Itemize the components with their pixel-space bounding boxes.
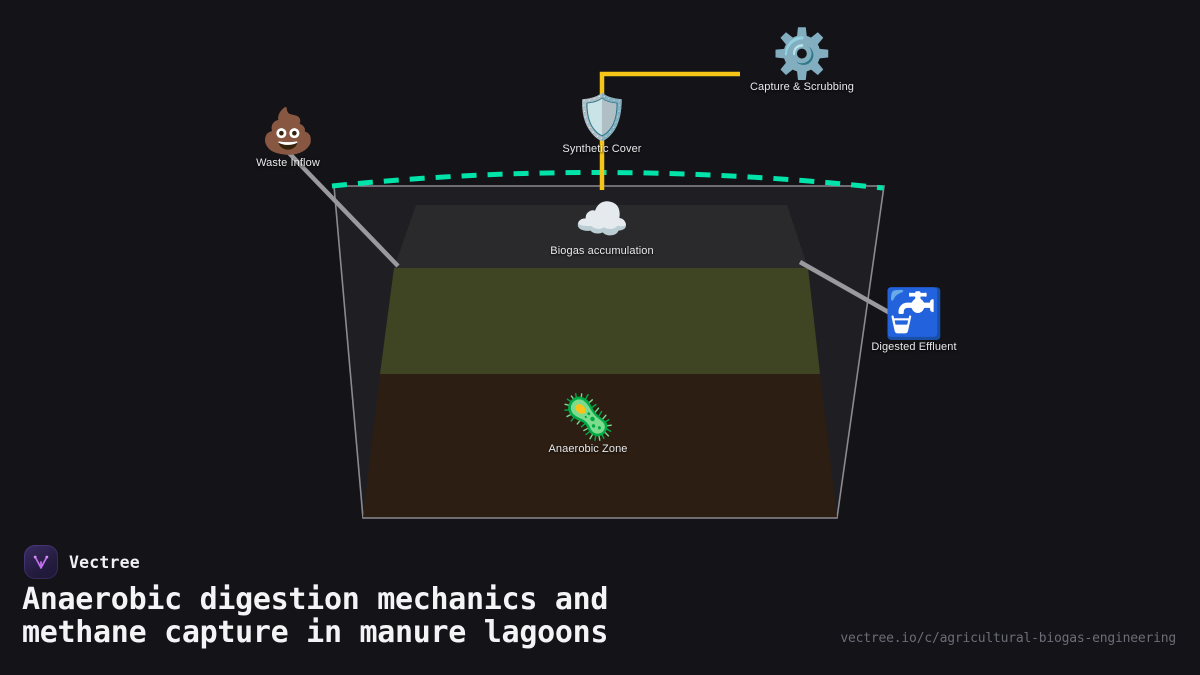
basin-layer-liquid (380, 268, 820, 374)
node-label-synthetic-cover: Synthetic Cover (562, 143, 642, 155)
page-title: Anaerobic digestion mechanics and methan… (22, 583, 802, 649)
vectree-logo-icon (24, 545, 58, 579)
connector-waste-inflow (286, 150, 400, 268)
brand-name: Vectree (69, 552, 140, 572)
logo-glyph (33, 555, 49, 569)
gear-icon: ⚙️ (772, 26, 832, 82)
page-title-line-1: Anaerobic digestion mechanics and (22, 582, 609, 617)
node-label-biogas-accumulation: Biogas accumulation (550, 245, 654, 257)
footer: Vectree Anaerobic digestion mechanics an… (0, 535, 1200, 675)
site-url[interactable]: vectree.io/c/agricultural-biogas-enginee… (840, 631, 1176, 646)
page-title-line-2: methane capture in manure lagoons (22, 615, 609, 650)
node-anaerobic-zone[interactable]: 🦠 Anaerobic Zone (483, 392, 693, 456)
basin-layer-headspace (394, 205, 808, 268)
node-label-digested-effluent: Digested Effluent (871, 341, 957, 353)
basin-layer-sludge (363, 374, 837, 517)
potable-water-icon: 🚰 (884, 286, 944, 342)
shield-icon: 🛡️ (574, 92, 630, 143)
node-digested-effluent[interactable]: 🚰 Digested Effluent (809, 290, 1019, 353)
node-synthetic-cover[interactable]: 🛡️ Synthetic Cover (497, 92, 707, 156)
microbe-icon: 🦠 (560, 392, 616, 443)
synthetic-cover-arc (331, 170, 884, 191)
brand[interactable]: Vectree (24, 545, 140, 579)
diagram-canvas (286, 71, 892, 519)
node-capture-scrubbing[interactable]: ⚙️ Capture & Scrubbing (697, 30, 907, 93)
cloud-icon: ☁️ (574, 194, 630, 245)
connector-digested-effluent (798, 260, 892, 315)
node-biogas-accumulation[interactable]: ☁️ Biogas accumulation (497, 194, 707, 258)
node-label-capture-scrubbing: Capture & Scrubbing (749, 81, 854, 93)
node-label-waste-inflow: Waste Inflow (256, 157, 320, 169)
node-label-anaerobic-zone: Anaerobic Zone (548, 443, 628, 455)
lagoon-diagram: 💩 Waste Inflow 🛡️ Synthetic Cover ⚙️ Cap… (183, 30, 1019, 519)
poop-icon: 💩 (260, 106, 316, 157)
biogas-pipe (599, 71, 740, 190)
node-waste-inflow[interactable]: 💩 Waste Inflow (183, 106, 393, 170)
